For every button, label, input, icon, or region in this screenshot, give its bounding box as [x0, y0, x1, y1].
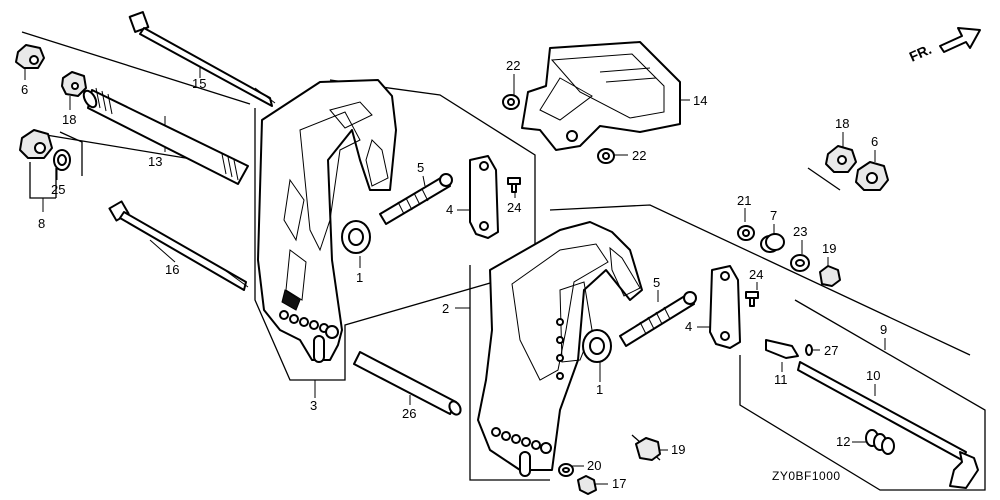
- lever-4-right: [709, 265, 741, 349]
- callout-11: 11: [774, 372, 788, 387]
- spring-7: [760, 233, 785, 253]
- nut-8: [19, 129, 53, 159]
- callout-19-right: 19: [822, 241, 836, 256]
- callout-2: 2: [442, 301, 449, 316]
- callout-26: 26: [402, 406, 416, 421]
- nut-17: [577, 475, 597, 495]
- callout-5-right: 5: [653, 275, 660, 290]
- stern-bracket-right: [477, 221, 643, 477]
- direction-label: FR.: [907, 41, 934, 65]
- nut-6-right: [855, 161, 889, 191]
- shaft-13: [82, 87, 249, 185]
- pin-24-right: [745, 291, 759, 307]
- stern-bracket-left: [257, 79, 397, 363]
- callout-6-right: 6: [871, 134, 878, 149]
- clip-27: [805, 344, 813, 356]
- callout-22-bottom: 22: [632, 148, 646, 163]
- callout-21: 21: [737, 193, 751, 208]
- callout-25: 25: [51, 182, 65, 197]
- callout-18-right: 18: [835, 116, 849, 131]
- bolt-16: [108, 200, 249, 291]
- callout-7: 7: [770, 208, 777, 223]
- washer-23: [790, 254, 810, 272]
- callout-23: 23: [793, 224, 807, 239]
- plate-1-left: [341, 220, 371, 254]
- bolt-5-left: [379, 173, 453, 225]
- rod-10: [797, 361, 979, 489]
- callout-5-left: 5: [417, 160, 424, 175]
- callout-1-right: 1: [596, 382, 603, 397]
- callout-4-right: 4: [685, 319, 692, 334]
- nut-6-left: [15, 44, 45, 69]
- front-direction-indicator: FR.: [907, 27, 981, 65]
- nut-19-bottom: [635, 437, 661, 461]
- plate-1-right: [582, 329, 612, 363]
- callout-18-left: 18: [62, 112, 76, 127]
- tilt-lever-11: [765, 339, 799, 359]
- callout-24-left: 24: [507, 200, 521, 215]
- callout-4-left: 4: [446, 202, 453, 217]
- bolt-5-right: [619, 291, 697, 347]
- callout-1-left: 1: [356, 270, 363, 285]
- bracket-14: [521, 41, 681, 151]
- callout-14: 14: [693, 93, 707, 108]
- callout-15: 15: [192, 76, 206, 91]
- diagram-code: ZY0BF1000: [772, 469, 841, 483]
- washer-22-top: [502, 94, 520, 110]
- callout-20: 20: [587, 458, 601, 473]
- frame-lines: [21, 31, 986, 491]
- nut-19-right: [819, 265, 841, 287]
- callout-19-bottom: 19: [671, 442, 685, 457]
- callout-16: 16: [165, 262, 179, 277]
- callout-3: 3: [310, 398, 317, 413]
- pin-24-left: [507, 177, 521, 193]
- callout-17: 17: [612, 476, 626, 491]
- callout-24-right: 24: [749, 267, 763, 282]
- washer-20: [558, 463, 574, 477]
- callout-10: 10: [866, 368, 880, 383]
- callout-22-top: 22: [506, 58, 520, 73]
- washer-21: [737, 225, 755, 241]
- callout-9: 9: [880, 322, 887, 337]
- nut-18-right: [825, 145, 857, 173]
- callout-13: 13: [148, 154, 162, 169]
- washer-25: [53, 149, 71, 171]
- callout-6-left: 6: [21, 82, 28, 97]
- bolt-15: [128, 11, 276, 107]
- callout-12: 12: [836, 434, 850, 449]
- lever-4-left: [469, 155, 499, 239]
- collar-26: [353, 351, 462, 416]
- washer-22-bottom: [597, 148, 615, 164]
- callout-27: 27: [824, 343, 838, 358]
- callouts: 6 18 15 13 25 8 16 3 26 22 14 22 5 4 24 …: [21, 58, 887, 491]
- nut-18-left: [61, 71, 87, 97]
- callout-8: 8: [38, 216, 45, 231]
- spring-12: [865, 429, 895, 455]
